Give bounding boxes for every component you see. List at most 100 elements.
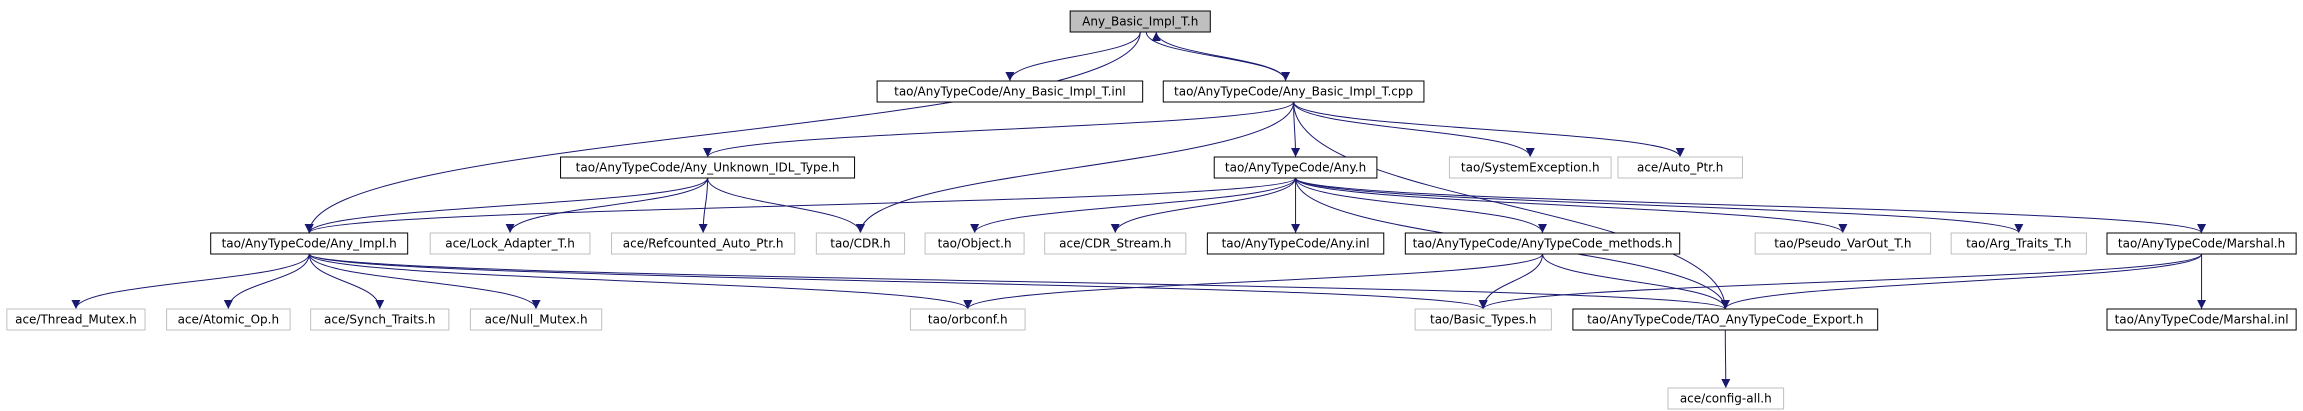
- node-label: ace/Thread_Mutex.h: [15, 313, 137, 327]
- edge-n-any-to-n-marshal: [1295, 177, 2206, 234]
- edge-n-cpp-to-n-unknown: [703, 101, 1295, 158]
- node-tao-arg-traits-t-h[interactable]: tao/Arg_Traits_T.h: [1950, 232, 2087, 255]
- node-box: [611, 232, 796, 255]
- node-box: [1069, 10, 1211, 33]
- nodes-layer: Any_Basic_Impl_T.h tao/AnyTypeCode/Any_Ba…: [6, 10, 2297, 410]
- edge-n-unknown-to-n-cdr: [707, 177, 865, 234]
- edge-n-any-to-n-pseudo: [1295, 177, 1848, 234]
- edge-n-tcmethods-to-n-export: [1542, 253, 1730, 310]
- edge-n-cpp-to-n-export: [1293, 101, 1730, 310]
- node-label: tao/AnyTypeCode/AnyTypeCode_methods.h: [1413, 237, 1673, 251]
- edge-n-anyimpl-to-n-export: [308, 253, 1730, 310]
- node-box: [166, 308, 291, 331]
- edge-n-anyimpl-to-n-nullmutex: [308, 253, 541, 310]
- node-box: [1617, 156, 1743, 179]
- node-any-basic-impl-t-h[interactable]: Any_Basic_Impl_T.h: [1069, 10, 1211, 33]
- node-tao-anytypecode-tao-anytypecode-export-h[interactable]: tao/AnyTypeCode/TAO_AnyTypeCode_Export.h: [1572, 308, 1879, 331]
- node-box: [1572, 308, 1879, 331]
- node-box: [1448, 156, 1612, 179]
- node-tao-anytypecode-any-inl[interactable]: tao/AnyTypeCode/Any.inl: [1206, 232, 1385, 255]
- node-label: tao/AnyTypeCode/Any_Unknown_IDL_Type.h: [576, 161, 840, 175]
- node-box: [1754, 232, 1932, 255]
- edge-n-anyimpl-to-n-threadmutex: [71, 253, 310, 310]
- node-tao-systemexception-h[interactable]: tao/SystemException.h: [1448, 156, 1612, 179]
- node-label: tao/Object.h: [938, 237, 1012, 251]
- node-box: [1667, 387, 1785, 410]
- node-box: [469, 308, 603, 331]
- node-label: tao/Basic_Types.h: [1430, 313, 1536, 327]
- node-box: [876, 80, 1144, 103]
- node-box: [2106, 308, 2297, 331]
- edge-n-anyimpl-to-n-basictypes: [308, 253, 1488, 310]
- node-label: tao/AnyTypeCode/Any_Basic_Impl_T.inl: [894, 85, 1126, 99]
- node-label: tao/AnyTypeCode/Any_Impl.h: [222, 237, 397, 251]
- node-tao-anytypecode-any-h[interactable]: tao/AnyTypeCode/Any.h: [1213, 156, 1378, 179]
- node-tao-anytypecode-anytypecode-methods-h[interactable]: tao/AnyTypeCode/AnyTypeCode_methods.h: [1404, 232, 1681, 255]
- node-tao-anytypecode-any-impl-h[interactable]: tao/AnyTypeCode/Any_Impl.h: [210, 232, 409, 255]
- node-box: [310, 308, 450, 331]
- edge-n-cpp-to-root: [1151, 31, 1287, 82]
- edge-n-tcmethods-to-n-basictypes: [1478, 253, 1544, 310]
- node-box: [1044, 232, 1187, 255]
- node-label: tao/CDR.h: [830, 237, 890, 251]
- node-box: [1206, 232, 1385, 255]
- node-box: [1414, 308, 1552, 331]
- node-box: [6, 308, 146, 331]
- node-tao-anytypecode-any-basic-impl-t-inl[interactable]: tao/AnyTypeCode/Any_Basic_Impl_T.inl: [876, 80, 1144, 103]
- edge-root-to-n-inl: [1005, 31, 1141, 82]
- node-label: tao/AnyTypeCode/Marshal.inl: [2115, 313, 2289, 327]
- node-label: ace/Atomic_Op.h: [178, 313, 280, 327]
- node-tao-orbconf-h[interactable]: tao/orbconf.h: [909, 308, 1026, 331]
- node-label: ace/Synch_Traits.h: [324, 313, 435, 327]
- edge-n-cpp-to-n-cdr: [855, 101, 1295, 234]
- node-box: [1404, 232, 1681, 255]
- node-box: [924, 232, 1025, 255]
- node-label: tao/Arg_Traits_T.h: [1966, 237, 2071, 251]
- edge-root-to-n-anyimpl: [304, 31, 1141, 234]
- node-box: [1162, 80, 1425, 103]
- node-label: tao/AnyTypeCode/Any.h: [1225, 161, 1366, 175]
- node-label: tao/AnyTypeCode/Any_Basic_Impl_T.cpp: [1174, 85, 1413, 99]
- node-ace-config-all-h[interactable]: ace/config-all.h: [1667, 387, 1785, 410]
- node-ace-null-mutex-h[interactable]: ace/Null_Mutex.h: [469, 308, 603, 331]
- node-label: ace/Auto_Ptr.h: [1637, 161, 1723, 175]
- edge-n-cpp-to-n-sysexc: [1293, 101, 1535, 158]
- edge-n-cpp-to-n-autoptr: [1293, 101, 1685, 158]
- node-tao-anytypecode-marshal-inl[interactable]: tao/AnyTypeCode/Marshal.inl: [2106, 308, 2297, 331]
- edge-n-any-to-n-cdrstream: [1110, 177, 1297, 234]
- edge-n-anyimpl-to-n-orbconf: [308, 253, 973, 310]
- node-ace-atomic-op-h[interactable]: ace/Atomic_Op.h: [166, 308, 291, 331]
- edge-n-marshal-to-n-basictypes: [1478, 253, 2203, 310]
- node-tao-object-h[interactable]: tao/Object.h: [924, 232, 1025, 255]
- node-tao-pseudo-varout-t-h[interactable]: tao/Pseudo_VarOut_T.h: [1754, 232, 1932, 255]
- node-ace-lock-adapter-t-h[interactable]: ace/Lock_Adapter_T.h: [429, 232, 591, 255]
- edge-n-anyimpl-to-n-synch: [308, 253, 385, 310]
- node-label: ace/Lock_Adapter_T.h: [445, 237, 575, 251]
- node-tao-cdr-h[interactable]: tao/CDR.h: [815, 232, 906, 255]
- node-box: [1213, 156, 1378, 179]
- node-tao-basic-types-h[interactable]: tao/Basic_Types.h: [1414, 308, 1552, 331]
- node-label: ace/config-all.h: [1680, 392, 1772, 406]
- node-box: [815, 232, 906, 255]
- edge-n-unknown-to-n-anyimpl: [304, 177, 709, 234]
- node-box: [429, 232, 591, 255]
- node-label: ace/Null_Mutex.h: [485, 313, 588, 327]
- node-ace-synch-traits-h[interactable]: ace/Synch_Traits.h: [310, 308, 450, 331]
- node-ace-auto-ptr-h[interactable]: ace/Auto_Ptr.h: [1617, 156, 1743, 179]
- node-label: tao/AnyTypeCode/Marshal.h: [2118, 237, 2285, 251]
- edge-n-unknown-to-n-lockadapter: [505, 177, 709, 234]
- node-box: [1950, 232, 2087, 255]
- node-box: [560, 156, 856, 179]
- node-tao-anytypecode-any-unknown-idl-type-h[interactable]: tao/AnyTypeCode/Any_Unknown_IDL_Type.h: [560, 156, 856, 179]
- edge-n-tcmethods-to-n-orbconf: [963, 253, 1544, 310]
- node-ace-cdr-stream-h[interactable]: ace/CDR_Stream.h: [1044, 232, 1187, 255]
- node-tao-anytypecode-any-basic-impl-t-cpp[interactable]: tao/AnyTypeCode/Any_Basic_Impl_T.cpp: [1162, 80, 1425, 103]
- node-ace-refcounted-auto-ptr-h[interactable]: ace/Refcounted_Auto_Ptr.h: [611, 232, 796, 255]
- node-label: ace/Refcounted_Auto_Ptr.h: [623, 237, 784, 251]
- node-box: [2106, 232, 2297, 255]
- edge-n-any-to-n-tcmethods: [1295, 177, 1547, 234]
- node-tao-anytypecode-marshal-h[interactable]: tao/AnyTypeCode/Marshal.h: [2106, 232, 2297, 255]
- node-ace-thread-mutex-h[interactable]: ace/Thread_Mutex.h: [6, 308, 146, 331]
- node-label: tao/orbconf.h: [928, 313, 1008, 327]
